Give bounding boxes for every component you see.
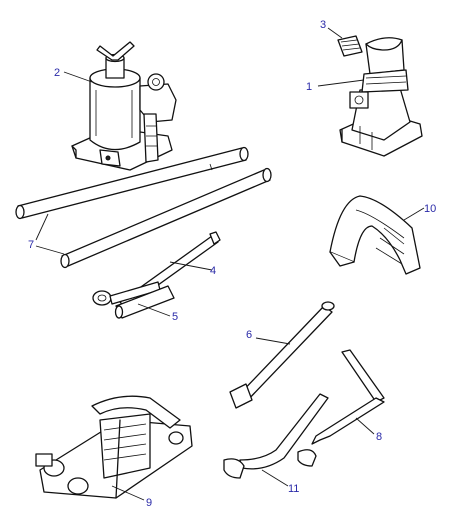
callout-7: 7 [28,239,34,251]
leader-1 [317,79,365,87]
callout-8: 8 [376,431,382,443]
part-11-wheel-brace [223,393,329,479]
leader-9 [111,485,145,501]
part-8-crank-handle [297,349,385,467]
leader-4 [169,261,213,271]
leader-11 [261,469,289,487]
part-6-socket-bar [229,301,335,409]
leader-lines [35,27,425,501]
callout-10: 10 [424,203,436,215]
callout-11: 11 [288,483,299,495]
leader-6 [255,337,291,345]
part-5-spanner [92,281,175,319]
part-9-trolley-jack [35,395,193,499]
part-10-wheel-chock [329,195,421,275]
leader-2 [63,71,93,83]
leader-7a [35,213,49,241]
callout-5: 5 [172,311,178,323]
leader-10 [403,207,425,221]
leader-3 [327,27,343,39]
part-7-handle-tubes [15,146,272,269]
callout-3: 3 [320,19,326,31]
leader-8 [355,417,375,435]
callout-4: 4 [210,265,216,277]
callout-2: 2 [54,67,60,79]
callout-1: 1 [306,81,312,93]
callout-9: 9 [146,497,152,509]
leader-7b [35,245,65,255]
part-3-label-plate [337,35,363,57]
leader-5 [137,303,171,317]
callout-labels: 1 2 3 4 5 6 7 8 9 10 11 [28,19,436,509]
callout-6: 6 [246,329,252,341]
part-2-bottle-jack [71,41,177,171]
part-1-screw-jack [339,37,423,157]
